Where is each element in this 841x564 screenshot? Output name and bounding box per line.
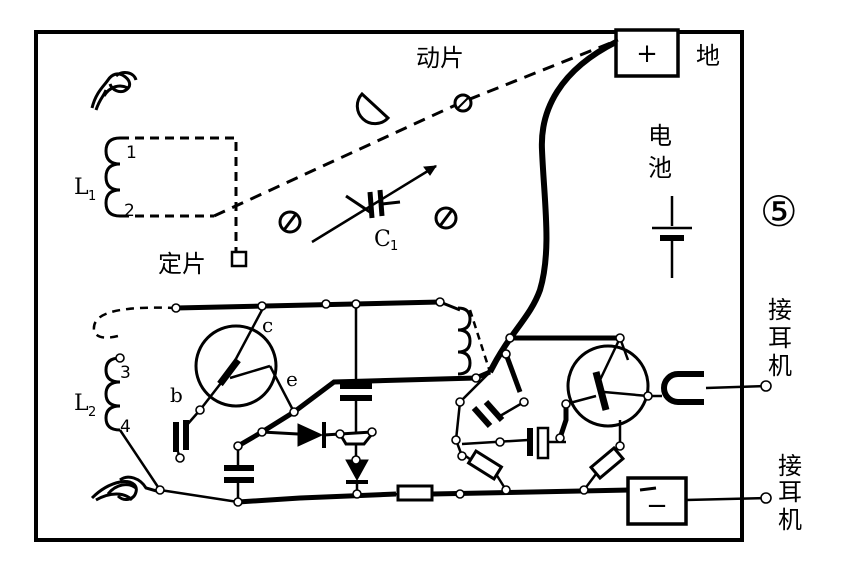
transistor-1 [194,309,296,413]
connection-pins [115,297,772,507]
resistor-icon [588,445,626,481]
ground-label: 地 [696,42,720,70]
coil-l1: L 1 1 2 [74,136,238,252]
coil-l2-pin-3: 3 [120,363,131,383]
coil-l1-sub: 1 [88,189,96,204]
board-outline [34,30,744,542]
coil-l2-label: L [74,391,89,416]
diode [261,422,373,448]
battery-positive-lead [487,39,618,374]
battery-label-char-2: 池 [648,154,672,182]
earphone-top-label-2: 耳 [768,324,792,352]
transistor-icon [566,344,650,428]
battery-plus-terminal: + [614,28,680,78]
antenna-wire-icon [90,71,138,111]
moving-plate-label: 动片 [416,44,464,72]
capacitor-c1-sub: 1 [390,239,398,254]
fixed-plate-label: 定片 [158,250,206,278]
coil-icon [104,356,121,432]
diode-icon [297,423,324,447]
variable-capacitor-c1 [278,164,458,244]
transistor-icon [194,324,278,408]
coil-l2-pin-4: 4 [120,417,131,437]
battery-minus-terminal: − [626,476,688,526]
plus-label: + [636,39,658,69]
earphone-bottom-lead [685,496,767,502]
coil-l1-label: L [74,175,89,200]
coil-l2-sub: 2 [88,405,96,420]
base-label: b [170,383,183,407]
earphone-bottom-terminal [760,492,772,504]
diode-2 [345,459,369,494]
resistor-icon [396,484,434,502]
earphone-bottom-label-2: 耳 [778,478,802,506]
coil-icon [104,136,121,218]
earphone-top-terminal [760,380,772,392]
transistor-2 [565,337,650,428]
ground-wire-icon [90,475,161,502]
top-bus-wire [175,299,441,311]
coil-l1-pin-2: 2 [124,201,135,221]
earphone-top-label-3: 机 [768,352,792,380]
bias-resistor-2 [583,445,626,491]
middle-bus-wire [292,375,477,414]
earphone-bottom-label-3: 机 [778,506,802,534]
battery-symbol-icon [652,196,692,278]
earphone-top-label-1: 接 [768,296,792,324]
left-capacitor [224,446,254,502]
base-capacitor [173,409,201,459]
battery-label-char-1: 电 [648,122,672,150]
resistor-icon [466,449,504,481]
bypass-capacitor [340,306,372,432]
bottom-bus-wire [431,487,631,497]
earphone-top-lead [705,384,767,390]
coil-l2: L 2 3 4 [74,356,131,437]
load-coil [457,306,472,376]
l2-dashed-lead [92,306,177,339]
minus-label: − [646,491,668,521]
base-coupling-capacitor [461,426,566,460]
fixed-plate-terminal [230,250,248,268]
capacitor-c1-label: C [374,227,391,252]
coil-l1-pin-1: 1 [126,143,137,163]
earphone-bottom-label-1: 接 [778,452,802,480]
bias-resistor-1 [459,449,508,491]
coupling-capacitor [471,400,525,428]
emitter-label: e [286,367,298,391]
earphone-jack-icon [661,371,704,405]
step-number: ⑤ [760,187,798,236]
collector-label: c [262,313,273,337]
rotor-plate-icon [355,91,391,126]
